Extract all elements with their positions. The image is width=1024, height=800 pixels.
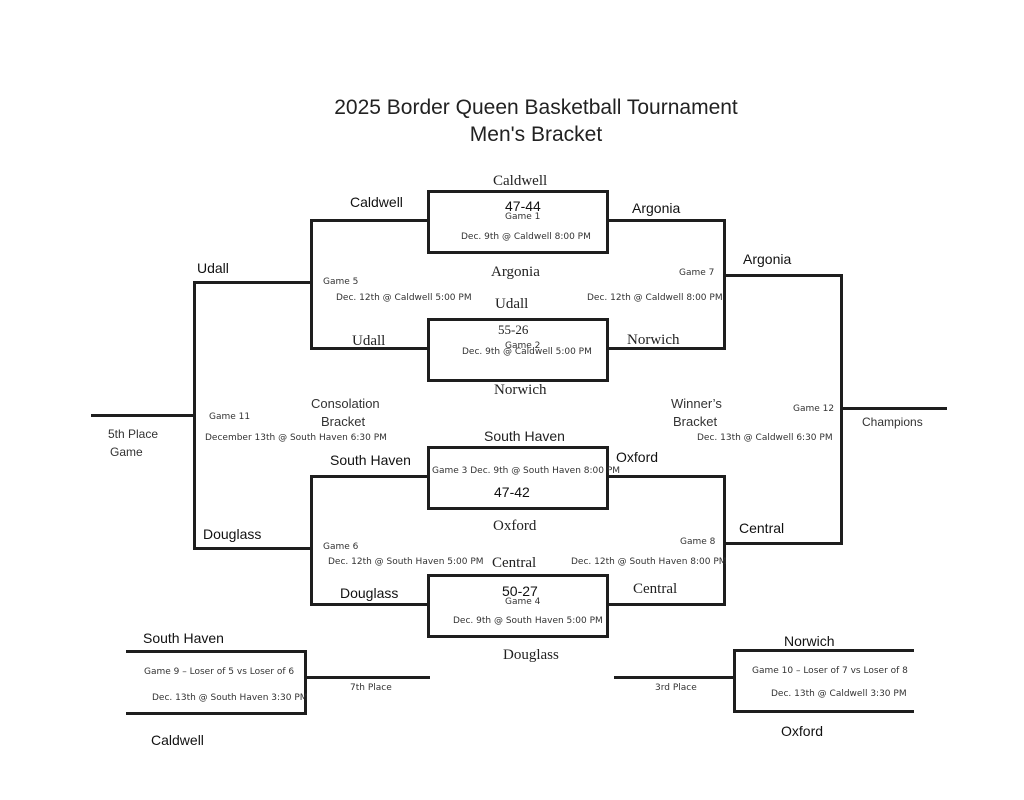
game-10-team-top: Norwich xyxy=(784,633,835,649)
fifth-place-label-2: Game xyxy=(110,445,143,459)
consolation-label-2: Bracket xyxy=(321,414,366,429)
game-11-team-top: Udall xyxy=(197,260,229,276)
game-11-date: December 13th @ South Haven 6:30 PM xyxy=(205,433,387,443)
game-3-score: 47-42 xyxy=(494,484,530,500)
game-10-date: Dec. 13th @ Caldwell 3:30 PM xyxy=(771,689,907,699)
game-3-top-team: South Haven xyxy=(484,428,565,444)
game-3-label-date: Game 3 Dec. 9th @ South Haven 8:00 PM xyxy=(432,466,621,476)
game-8-team-top: Oxford xyxy=(616,449,659,465)
page-subtitle: Men's Bracket xyxy=(469,123,603,146)
game-8-date: Dec. 12th @ South Haven 8:00 PM xyxy=(571,557,727,567)
game-6-team-bottom: Douglass xyxy=(340,585,399,601)
game-4-score: 50-27 xyxy=(502,583,538,599)
game-1-bottom-team: Argonia xyxy=(491,264,540,280)
winners-label-1: Winner’s xyxy=(671,396,722,411)
champions-label: Champions xyxy=(862,415,923,429)
consolation-label-1: Consolation xyxy=(311,396,380,411)
game-5-team-bottom: Udall xyxy=(352,333,386,349)
seventh-place-label: 7th Place xyxy=(350,683,392,693)
game-10-matchup: Game 10 – Loser of 7 vs Loser of 8 xyxy=(752,666,908,676)
game-2-score: 55-26 xyxy=(498,322,529,337)
game-4-bottom-team: Douglass xyxy=(503,647,559,663)
game-12-team-bottom: Central xyxy=(739,520,785,536)
game-2-bottom-team: Norwich xyxy=(494,382,547,398)
game-9-team-bottom: Caldwell xyxy=(151,732,204,748)
game-5-label: Game 5 xyxy=(323,277,359,287)
game-1-top-team: Caldwell xyxy=(493,173,548,189)
game-6-label: Game 6 xyxy=(323,542,359,552)
game-9-team-top: South Haven xyxy=(143,630,224,646)
game-7-label: Game 7 xyxy=(679,268,715,278)
game-12-label: Game 12 xyxy=(793,404,835,414)
game-9-date: Dec. 13th @ South Haven 3:30 PM xyxy=(152,693,308,703)
game-1-label: Game 1 xyxy=(505,212,541,222)
game-4-date: Dec. 9th @ South Haven 5:00 PM xyxy=(453,616,603,626)
fifth-place-label-1: 5th Place xyxy=(108,427,159,441)
game-7-date: Dec. 12th @ Caldwell 8:00 PM xyxy=(587,293,723,303)
game-6-team-top: South Haven xyxy=(330,452,411,468)
third-place-label: 3rd Place xyxy=(655,683,697,693)
game-2-date: Dec. 9th @ Caldwell 5:00 PM xyxy=(462,347,592,357)
winners-label-2: Bracket xyxy=(673,414,718,429)
game-1-date: Dec. 9th @ Caldwell 8:00 PM xyxy=(461,232,591,242)
game-8-team-bottom: Central xyxy=(633,581,678,597)
game-4-top-team: Central xyxy=(492,555,537,571)
game-8-label: Game 8 xyxy=(680,537,716,547)
game-6-date: Dec. 12th @ South Haven 5:00 PM xyxy=(328,557,484,567)
game-3-bottom-team: Oxford xyxy=(493,518,537,534)
game-12-date: Dec. 13th @ Caldwell 6:30 PM xyxy=(697,433,833,443)
game-12-team-top: Argonia xyxy=(743,251,792,267)
game-11-team-bottom: Douglass xyxy=(203,526,262,542)
game-5-team-top: Caldwell xyxy=(350,194,403,210)
game-7-team-bottom: Norwich xyxy=(627,332,680,348)
game-10-team-bottom: Oxford xyxy=(781,723,824,739)
game-5-date: Dec. 12th @ Caldwell 5:00 PM xyxy=(336,293,472,303)
game-2-top-team: Udall xyxy=(495,296,529,312)
game-9-matchup: Game 9 – Loser of 5 vs Loser of 6 xyxy=(144,667,295,677)
page-title: 2025 Border Queen Basketball Tournament xyxy=(334,96,738,119)
game-1-score: 47-44 xyxy=(505,198,541,214)
game-4-label: Game 4 xyxy=(505,597,541,607)
game-11-label: Game 11 xyxy=(209,412,251,422)
game-2-label: Game 2 xyxy=(505,341,541,351)
game-7-team-top: Argonia xyxy=(632,200,681,216)
